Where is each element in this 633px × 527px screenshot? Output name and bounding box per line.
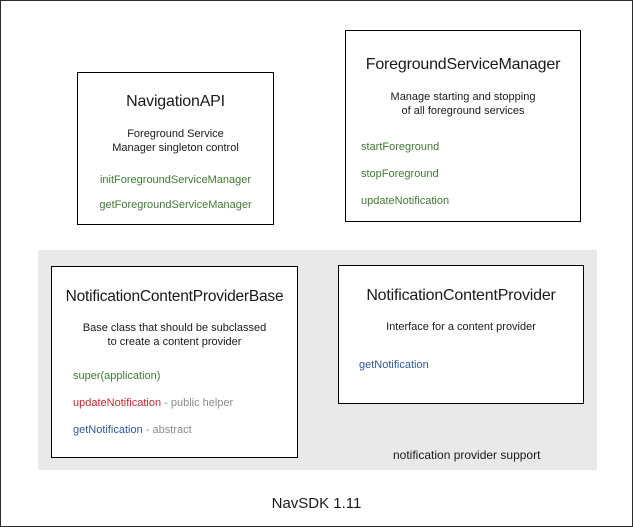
class-member-list: initForegroundServiceManager getForegrou… <box>78 173 273 212</box>
class-title: NavigationAPI <box>126 93 225 110</box>
class-member[interactable]: initForegroundServiceManager <box>78 173 273 187</box>
class-description: Foreground Service Manager singleton con… <box>78 127 273 155</box>
class-box-foreground-service-manager[interactable]: ForegroundServiceManager Manage starting… <box>345 30 581 222</box>
class-box-notification-content-provider[interactable]: NotificationContentProvider Interface fo… <box>338 265 584 404</box>
class-description: Interface for a content provider <box>339 320 583 334</box>
class-member-list: getNotification <box>339 358 583 372</box>
class-member-name: stopForeground <box>361 168 439 180</box>
class-member-name: initForegroundServiceManager <box>99 174 252 186</box>
class-member-name: getNotification <box>73 424 143 436</box>
class-title: NotificationContentProviderBase <box>65 288 284 305</box>
class-title: ForegroundServiceManager <box>365 56 561 73</box>
class-member[interactable]: getForegroundServiceManager <box>78 198 273 212</box>
class-member[interactable]: updateNotification <box>361 194 580 208</box>
class-description-line: to create a content provider <box>107 336 242 348</box>
class-member[interactable]: stopForeground <box>361 167 580 181</box>
class-description: Base class that should be subclassed to … <box>52 321 297 349</box>
class-member[interactable]: getNotification <box>359 358 583 372</box>
class-member[interactable]: updateNotification - public helper <box>73 396 297 410</box>
class-member-name: updateNotification <box>73 397 162 409</box>
class-member-list: super(application) updateNotification - … <box>52 369 297 437</box>
class-description-line: Foreground Service <box>127 128 224 140</box>
class-member-name: startForeground <box>361 141 440 153</box>
class-member[interactable]: getNotification - abstract <box>73 423 297 437</box>
class-member-name: getForegroundServiceManager <box>99 199 252 211</box>
class-box-notification-content-provider-base[interactable]: NotificationContentProviderBase Base cla… <box>51 266 298 458</box>
group-panel-label: notification provider support <box>393 448 541 462</box>
class-description-line: Manager singleton control <box>112 142 239 154</box>
class-member-name: getNotification <box>359 359 429 371</box>
class-description-line: Manage starting and stopping <box>390 91 536 103</box>
class-member-note: - abstract <box>142 424 192 436</box>
class-box-navigation-api[interactable]: NavigationAPI Foreground Service Manager… <box>77 72 274 225</box>
class-description-line: Interface for a content provider <box>386 321 536 333</box>
class-member-name: updateNotification <box>361 195 450 207</box>
class-description: Manage starting and stopping of all fore… <box>346 90 580 118</box>
class-member-list: startForeground stopForeground updateNot… <box>346 140 580 208</box>
class-member[interactable]: super(application) <box>73 369 297 383</box>
class-description-line: of all foreground services <box>401 105 525 117</box>
class-description-line: Base class that should be subclassed <box>82 322 267 334</box>
class-member-name: super(application) <box>73 370 161 382</box>
class-member-note: - public helper <box>161 397 234 409</box>
class-member[interactable]: startForeground <box>361 140 580 154</box>
footer-version-label: NavSDK 1.11 <box>271 495 362 512</box>
class-title: NotificationContentProvider <box>366 287 556 304</box>
